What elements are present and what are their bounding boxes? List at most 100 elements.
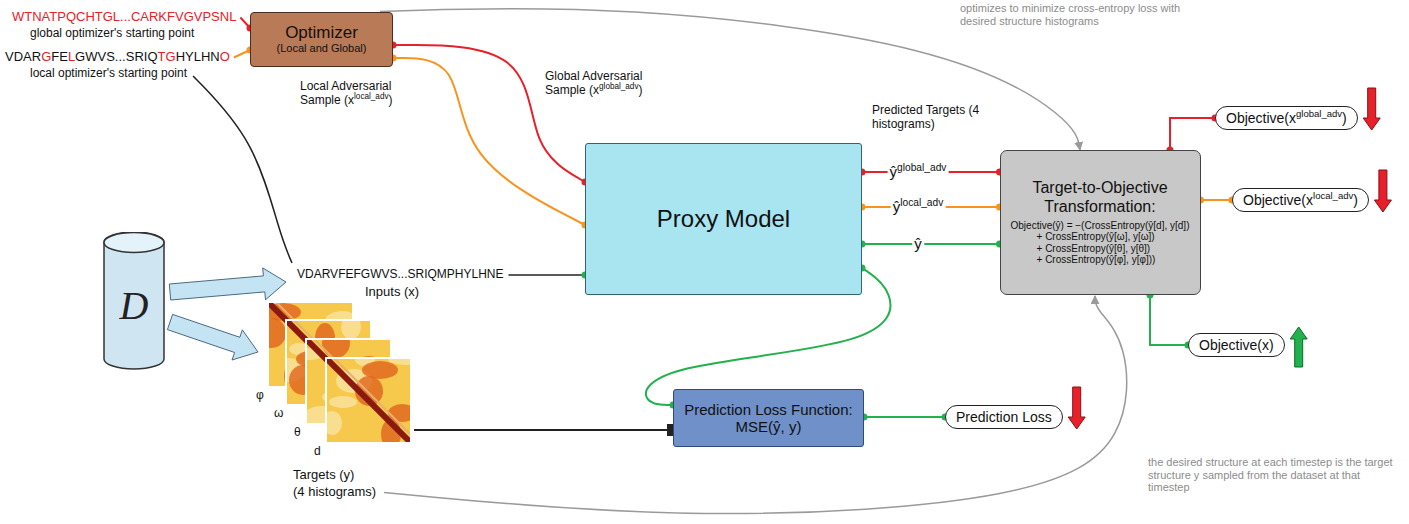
sequence-char: W bbox=[85, 49, 97, 64]
feedback-curve bbox=[384, 296, 1127, 514]
superscript: local_adv bbox=[900, 197, 943, 208]
sequence-char: I bbox=[144, 49, 148, 64]
histogram-image bbox=[326, 358, 411, 443]
text-run: optimizes to minimize cross-entropy loss… bbox=[960, 2, 1180, 27]
edge-label: ŷlocal_adv bbox=[891, 199, 946, 216]
caption-text: Targets (y) bbox=[293, 468, 354, 483]
text-run: global optimizer's starting point bbox=[30, 26, 194, 40]
histogram-label: θ bbox=[294, 426, 301, 440]
sequence-char: A bbox=[23, 49, 32, 64]
note-text: optimizes to minimize cross-entropy loss… bbox=[960, 2, 1185, 27]
connector bbox=[380, 9, 1080, 150]
text-run: the desired structure at each timestep i… bbox=[1148, 456, 1393, 493]
formula-line: Objective(ŷ) = −(CrossEntropy(ŷ[d], y[d]… bbox=[1011, 220, 1190, 232]
text-run: D bbox=[120, 283, 149, 328]
sequence-text: VDARGFELGWVS...SRIQTGHYLHNO bbox=[5, 50, 230, 65]
dataset-arrow bbox=[167, 314, 258, 360]
text-run: Objective(x bbox=[1243, 192, 1313, 208]
sequence-char: G bbox=[166, 49, 176, 64]
text-run: d bbox=[314, 444, 321, 458]
sequence-char: R bbox=[134, 49, 143, 64]
text-run: ŷ bbox=[890, 163, 898, 180]
proxy-model-box: Proxy Model bbox=[585, 143, 862, 295]
superscript: global_adv bbox=[599, 82, 638, 91]
text-run: ) bbox=[1342, 110, 1347, 126]
text-run: Predicted Targets (4 histograms) bbox=[872, 103, 979, 131]
superscript: global_adv bbox=[1296, 108, 1342, 119]
sequence-char: H bbox=[176, 49, 185, 64]
edge-label: ŷglobal_adv bbox=[888, 164, 949, 181]
flow-label: Predicted Targets (4 histograms) bbox=[872, 104, 992, 132]
text-run: Prediction Loss Function: MSE(ŷ, y) bbox=[684, 401, 852, 435]
sequence-char: O bbox=[220, 49, 230, 64]
histogram-frame bbox=[326, 358, 411, 443]
sequence-char: G bbox=[41, 49, 51, 64]
text-run: (Local and Global) bbox=[277, 42, 367, 54]
histogram-blotch bbox=[341, 320, 361, 339]
text-run: ŷ bbox=[893, 198, 901, 215]
decrease-arrow bbox=[1374, 170, 1391, 212]
cylinder-top bbox=[104, 233, 164, 253]
text-run: Objective(x bbox=[1226, 110, 1296, 126]
text-run: (4 histograms) bbox=[293, 484, 376, 499]
connector bbox=[1150, 295, 1188, 345]
text-run: VDARVFEFGWVS...SRIQMPHYLHNE bbox=[297, 267, 503, 281]
node-text: Objective(x) bbox=[1199, 337, 1274, 353]
sequence-char: . bbox=[122, 49, 126, 64]
caption-text: global optimizer's starting point bbox=[30, 27, 194, 41]
sequence-char: . bbox=[115, 49, 119, 64]
connector bbox=[393, 45, 585, 182]
node-text: Objective(xglobal_adv) bbox=[1226, 110, 1347, 126]
transformation-box: Target-to-Objective Transformation: Objec… bbox=[1000, 150, 1201, 295]
sequence-char: D bbox=[14, 49, 23, 64]
text-run: local optimizer's starting point bbox=[30, 66, 187, 80]
loss-function-box: Prediction Loss Function: MSE(ŷ, y) bbox=[673, 389, 864, 447]
histogram-blotch bbox=[388, 358, 411, 365]
text-run: ) bbox=[389, 93, 393, 107]
leader-line bbox=[193, 76, 292, 263]
sequence-char: L bbox=[194, 49, 201, 64]
text-run: φ bbox=[256, 388, 264, 402]
cylinder-body bbox=[104, 232, 164, 369]
sequence-text: VDARVFEFGWVS...SRIQMPHYLHNE bbox=[297, 268, 503, 282]
sequence-char: S bbox=[126, 49, 135, 64]
decrease-arrow bbox=[1068, 387, 1085, 429]
dataset-cylinder: D bbox=[103, 232, 165, 370]
text-run: Proxy Model bbox=[657, 205, 790, 232]
node-text: Target-to-Objective Transformation: bbox=[1009, 179, 1192, 216]
sequence-char: . bbox=[118, 49, 122, 64]
note-text: the desired structure at each timestep i… bbox=[1148, 456, 1398, 494]
decrease-arrow bbox=[1363, 88, 1380, 130]
histogram-blotch bbox=[268, 318, 286, 348]
node-text: Prediction Loss Function: MSE(ŷ, y) bbox=[682, 401, 855, 436]
loss-pill: Prediction Loss bbox=[945, 405, 1063, 429]
sequence-char: R bbox=[32, 49, 41, 64]
histogram-label: d bbox=[314, 445, 321, 459]
node-text: Prediction Loss bbox=[956, 409, 1052, 425]
text-run: Targets (y) bbox=[293, 467, 354, 482]
sequence-char: S bbox=[106, 49, 115, 64]
sequence-char: Q bbox=[147, 49, 157, 64]
text-run: ) bbox=[1353, 192, 1358, 208]
edge-label: ŷ bbox=[912, 236, 924, 253]
node-text: D bbox=[120, 283, 149, 329]
connector bbox=[1201, 199, 1233, 201]
connector bbox=[864, 416, 945, 418]
objective-pill: Objective(x) bbox=[1188, 333, 1285, 357]
sequence-char: N bbox=[210, 49, 219, 64]
caption-text: local optimizer's starting point bbox=[30, 67, 187, 81]
sequence-text: WTNATPQCHTGL...CARKFVGVPSNL bbox=[12, 10, 236, 25]
superscript: local_adv bbox=[354, 92, 388, 101]
flow-label: Local Adversarial Sample (xlocal_adv) bbox=[300, 80, 435, 108]
text-run: θ bbox=[294, 425, 301, 439]
formula-line: + CrossEntropy(ŷ[θ], y[θ]) bbox=[1011, 243, 1190, 255]
text-run: Prediction Loss bbox=[956, 409, 1052, 425]
connector bbox=[862, 243, 1000, 245]
sequence-char: F bbox=[51, 49, 59, 64]
sequence-char: E bbox=[59, 49, 68, 64]
sequence-char: G bbox=[75, 49, 85, 64]
node-text: Optimizer bbox=[285, 23, 358, 43]
superscript: local_adv bbox=[1313, 190, 1353, 201]
increase-arrow bbox=[1290, 327, 1307, 367]
